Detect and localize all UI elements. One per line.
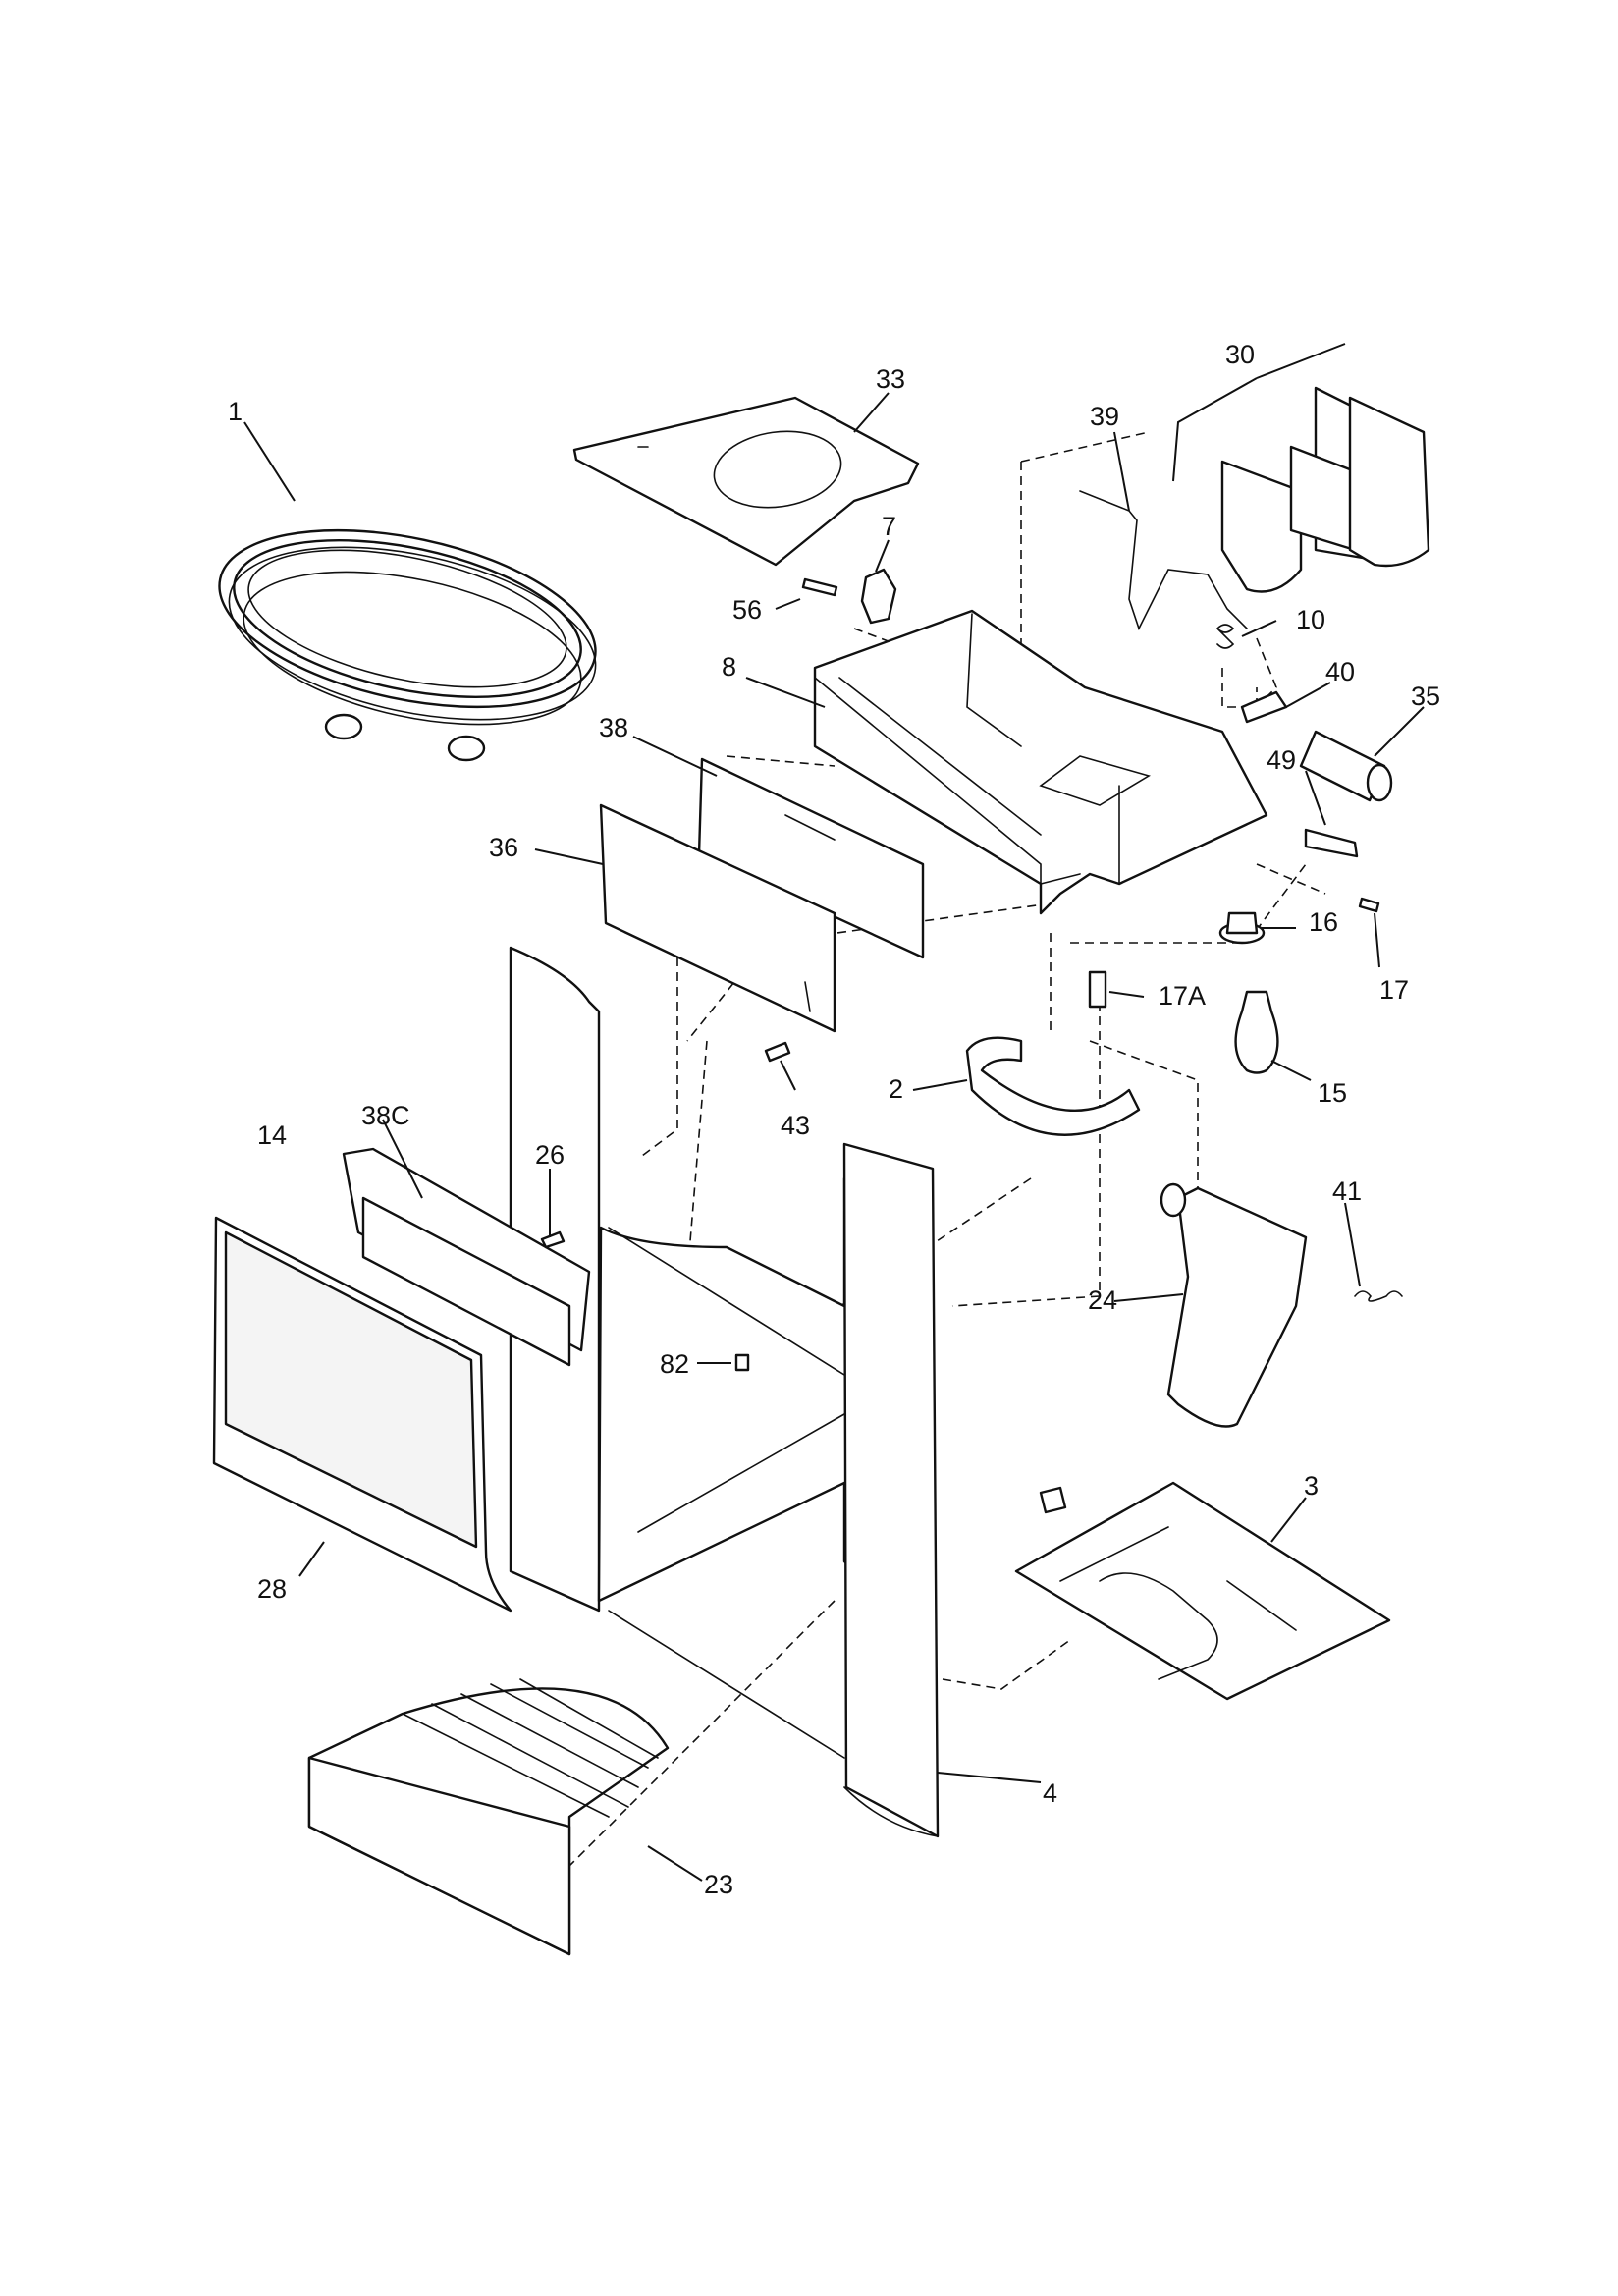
part-40-actuator <box>1240 690 1288 724</box>
callout-26: 26 <box>535 1140 565 1170</box>
callout-17: 17 <box>1379 975 1409 1005</box>
callout-16: 16 <box>1309 907 1338 937</box>
part-49-bracket <box>1304 828 1359 858</box>
callout-41: 41 <box>1332 1176 1362 1206</box>
part-30-door-assembly <box>1220 386 1430 593</box>
part-41-spring <box>1354 1290 1403 1302</box>
part-3-heater-pad <box>1014 1481 1391 1701</box>
callout-28: 28 <box>257 1574 287 1604</box>
part-8-dispenser-housing <box>813 609 1268 915</box>
part-2-trim-ring <box>965 1036 1141 1136</box>
part-38C-ribbon-board <box>342 1147 591 1367</box>
callout-30: 30 <box>1225 340 1255 369</box>
part-38-control-board <box>697 757 925 959</box>
callout-23: 23 <box>704 1870 733 1899</box>
callout-38C: 38C <box>361 1101 410 1130</box>
callout-10: 10 <box>1296 605 1325 634</box>
callout-49: 49 <box>1267 745 1296 775</box>
callout-39: 39 <box>1090 402 1119 431</box>
part-14-panel <box>224 1230 478 1549</box>
part-82-screw <box>734 1353 750 1372</box>
part-56-screw <box>801 577 838 597</box>
part-10-spring <box>1216 624 1235 649</box>
part-1-tubing-coil <box>218 528 597 762</box>
part-36-front-panel <box>599 803 836 1033</box>
part-24-paddle <box>1160 1182 1308 1428</box>
callout-3: 3 <box>1304 1471 1319 1501</box>
callout-35: 35 <box>1411 682 1440 711</box>
callout-33: 33 <box>876 364 905 394</box>
callout-2: 2 <box>889 1074 903 1104</box>
part-39-wire-rod <box>1079 490 1248 631</box>
callout-40: 40 <box>1325 657 1355 686</box>
callout-82: 82 <box>660 1349 689 1379</box>
callout-8: 8 <box>722 652 736 682</box>
callout-17A: 17A <box>1159 981 1206 1011</box>
part-23-drip-tray <box>307 1678 670 1956</box>
part-43-screw <box>764 1041 791 1063</box>
callout-15: 15 <box>1318 1078 1347 1108</box>
callout-56: 56 <box>732 595 762 625</box>
callout-labels: 1 33 30 39 7 56 10 8 40 35 38 49 36 16 1… <box>228 340 1440 1899</box>
callout-24: 24 <box>1088 1285 1117 1315</box>
part-33-cover-plate <box>572 396 920 567</box>
part-26-screw <box>540 1230 566 1249</box>
part-15-nozzle <box>1234 990 1279 1074</box>
callout-leader-lines <box>243 343 1425 1882</box>
callout-38: 38 <box>599 713 628 742</box>
callout-43: 43 <box>781 1111 810 1140</box>
part-16-valve <box>1218 911 1266 945</box>
part-17-screw <box>1358 897 1380 913</box>
callout-14: 14 <box>257 1121 287 1150</box>
callout-7: 7 <box>882 512 896 541</box>
part-17A-screw <box>1088 970 1107 1009</box>
callout-36: 36 <box>489 833 518 862</box>
part-35-solenoid <box>1299 730 1393 802</box>
callout-1: 1 <box>228 397 243 426</box>
part-7-clip <box>860 568 897 625</box>
callout-4: 4 <box>1043 1778 1057 1808</box>
